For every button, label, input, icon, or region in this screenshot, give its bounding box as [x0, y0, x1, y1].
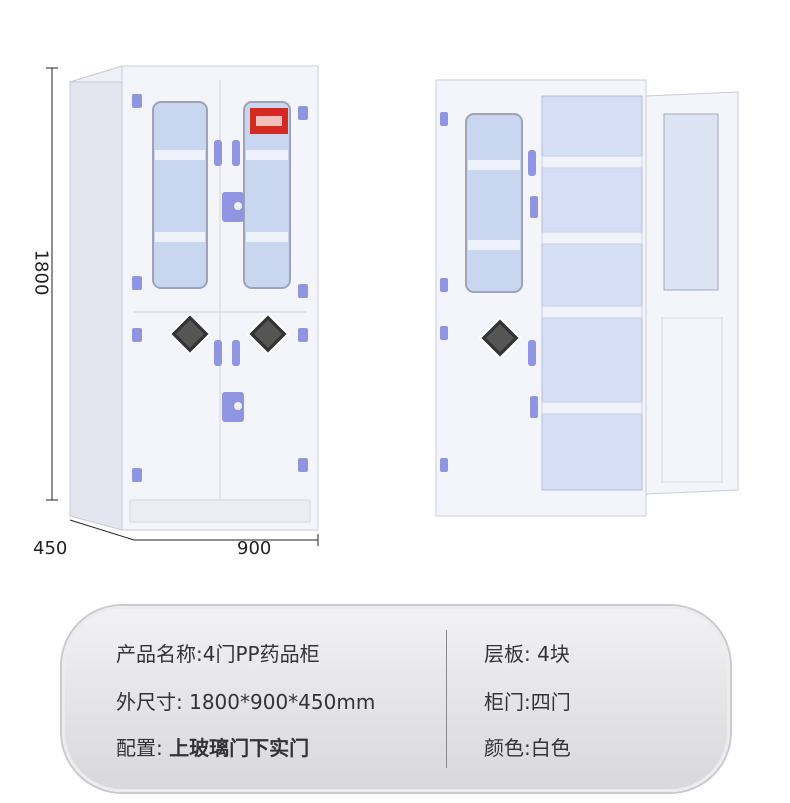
corrosive-hazard-icon	[246, 312, 290, 356]
hinge-icons	[440, 112, 538, 472]
spec-product-name: 产品名称:4门PP药品柜	[116, 642, 320, 666]
width-dimension-label: 900	[237, 538, 272, 559]
corrosive-hazard-icon	[168, 312, 212, 356]
lock-icon	[222, 392, 244, 422]
open-door-glass	[663, 113, 719, 291]
cabinet-product-illustration	[46, 65, 739, 546]
door-handle-icon	[214, 140, 222, 166]
left-door-glass	[465, 113, 523, 293]
spec-shelves: 层板: 4块	[484, 642, 570, 666]
product-spec-panel: 产品名称:4门PP药品柜 外尺寸: 1800*900*450mm 配置: 上玻璃…	[62, 606, 730, 792]
spec-doors: 柜门:四门	[484, 690, 571, 714]
open-cabinet	[435, 79, 739, 517]
shelves	[541, 155, 643, 415]
cabinet-side-panel	[69, 65, 123, 531]
depth-line	[69, 519, 135, 541]
spec-outer-size: 外尺寸: 1800*900*450mm	[116, 690, 376, 714]
spec-color: 颜色:白色	[484, 736, 571, 760]
hinge-icons	[132, 94, 308, 482]
corrosive-hazard-icon	[478, 316, 522, 360]
closed-cabinet	[69, 65, 319, 531]
cabinet-interior	[541, 95, 643, 491]
depth-dimension-label: 450	[33, 538, 68, 559]
dimension-lines	[46, 67, 319, 546]
spec-divider	[446, 630, 447, 768]
upper-left-glass	[152, 101, 208, 289]
lock-icon	[222, 192, 244, 222]
spec-configuration: 配置: 上玻璃门下实门	[116, 736, 310, 760]
